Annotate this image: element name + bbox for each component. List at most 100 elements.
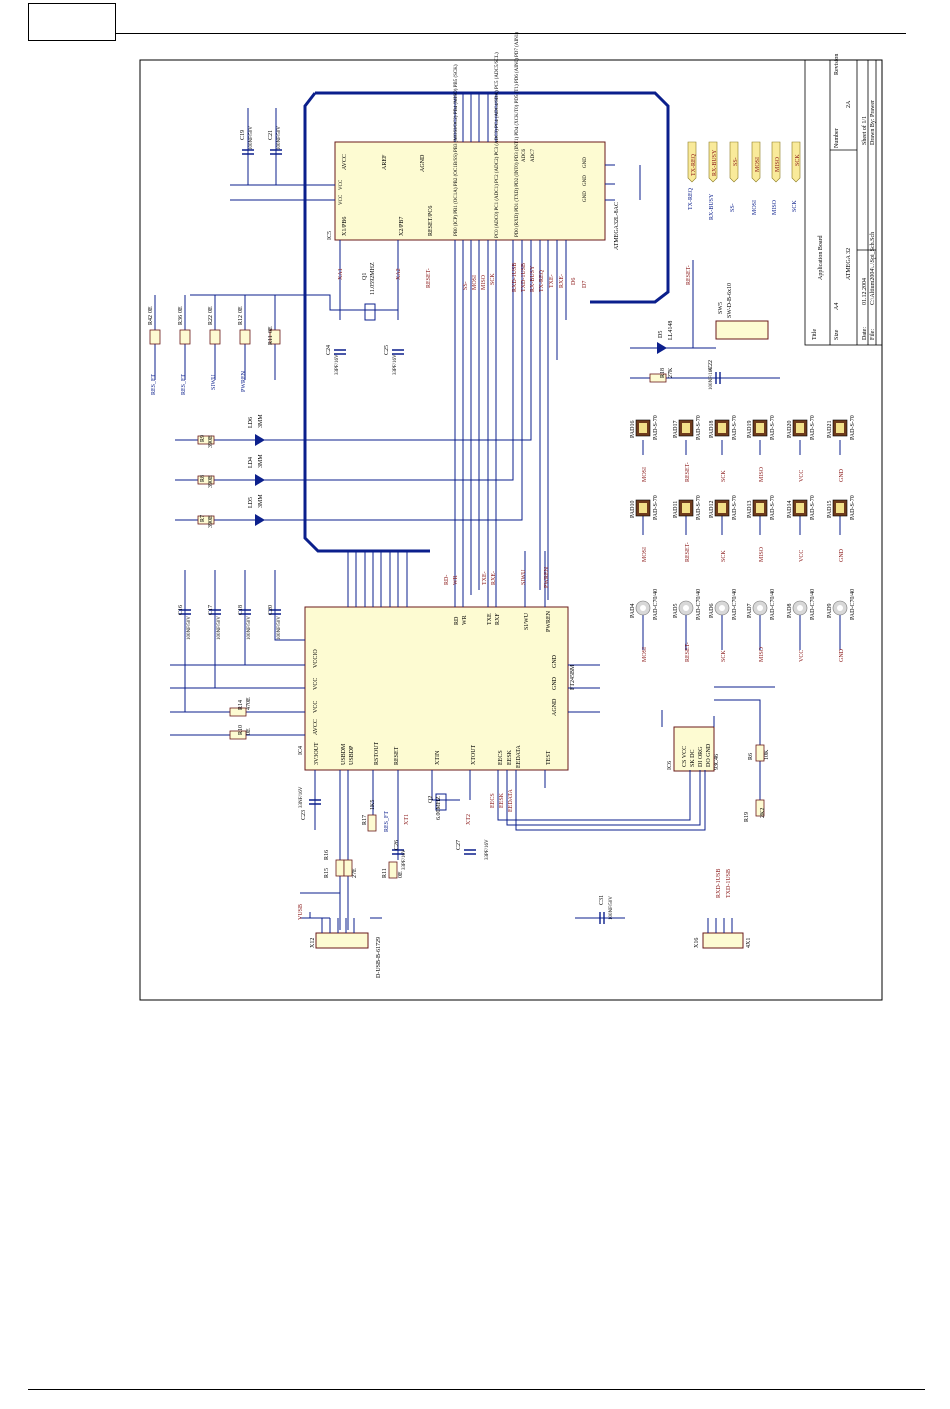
- label-c21: C21: [268, 130, 274, 140]
- label-t-title: Application Board: [818, 236, 824, 281]
- pad-type: PAD-C70/40: [770, 589, 776, 620]
- pad-type: PAD-C70/40: [850, 589, 856, 620]
- pad-ref: PAD11: [673, 501, 679, 518]
- label-r10v: 0E: [246, 728, 252, 735]
- label-ic4-txe: TXE: [487, 613, 493, 625]
- label-ic4-usbdm: USBDM: [341, 743, 347, 765]
- label-n-d6: D6: [571, 278, 577, 285]
- label-x16: X16: [694, 938, 700, 948]
- label-xt2: XT2: [466, 814, 472, 825]
- label-ic5-reset: RESET/PC6: [428, 206, 434, 236]
- label-ic5-avcc: AVCC: [342, 154, 348, 170]
- label-r42v: 0E: [148, 306, 154, 313]
- label-r22: R22: [208, 315, 214, 325]
- label-ic5-agnd: AGND: [420, 154, 426, 172]
- pad-type: PAD-S-70: [732, 495, 738, 520]
- label-ic5-pd-block: PD0 (RXD) PD1 (TXD) PD2 (INT0) PD3 (INT1…: [515, 32, 520, 237]
- label-ic5-gnd1: GND: [583, 157, 588, 168]
- label-ic4-ref: IC4: [298, 746, 304, 755]
- label-r11b: R11: [382, 868, 388, 878]
- label-n-eecs: EECS: [490, 793, 496, 808]
- label-ic4-rd: RD: [454, 616, 460, 625]
- pad-round-hole: [797, 605, 803, 611]
- label-ic5-vcc2: VCC: [339, 194, 344, 205]
- label-n-rxd: RXD-1USB: [512, 263, 518, 292]
- pad-type: PAD-S-70: [810, 415, 816, 440]
- label-ic4-wr: WR: [462, 615, 468, 625]
- pad-hole: [682, 423, 690, 433]
- pad-net: MISO: [759, 466, 765, 482]
- label-ld5: LD5: [248, 497, 254, 508]
- label-ic5-part: ATMEGA32L-8AC: [614, 202, 620, 250]
- label-t-rev-lbl: Revision: [834, 54, 840, 75]
- pad-hole: [756, 503, 764, 513]
- label-ld6: LD6: [248, 417, 254, 428]
- label-ic4-reset: RESET: [394, 746, 400, 765]
- pad-net: RESET-: [685, 642, 691, 662]
- label-c19: C19: [240, 130, 246, 140]
- label-n-reset-r: RESET-: [686, 265, 692, 285]
- label-t-size: A4: [834, 303, 840, 310]
- pad-type: PAD-S-70: [653, 415, 659, 440]
- label-r9v: 390E: [208, 435, 214, 448]
- label-ic4-siwu: SI/WU: [524, 612, 530, 630]
- pad-round-hole: [757, 605, 763, 611]
- label-ld4v: 3MM: [258, 454, 264, 468]
- x12-usb-connector: [315, 932, 369, 949]
- pad-ref: PAD18: [709, 421, 715, 438]
- label-n-wr: WR: [453, 575, 459, 585]
- label-t-file-lbl: File:: [870, 329, 876, 340]
- label-t-number-lbl: Number: [834, 128, 840, 148]
- label-r7v: 390E: [208, 515, 214, 528]
- label-n-ss: SS-: [463, 281, 469, 290]
- label-ic4-xtout: XTOUT: [471, 744, 477, 765]
- label-p-txreq: TX-REQ: [691, 153, 697, 176]
- label-c25: C25: [384, 345, 390, 355]
- label-c31: C31: [599, 895, 605, 905]
- label-l-txreq: TX-REQ: [688, 187, 694, 210]
- label-ic4-gnd2: GND: [552, 676, 558, 690]
- label-r15: R15: [324, 868, 330, 878]
- x16-connector: [702, 932, 744, 949]
- label-ic6-l3: DI ORG: [698, 746, 704, 767]
- label-ic4-test: TEST: [546, 750, 552, 765]
- label-ic4-agnd: AGND: [552, 698, 558, 716]
- label-sw5: SW5: [718, 302, 724, 314]
- label-c27: C27: [456, 840, 462, 850]
- pad-type: PAD-C70/40: [696, 589, 702, 620]
- label-l-ss: SS-: [730, 203, 736, 212]
- pad-net: SCK: [721, 650, 727, 662]
- label-xa1: XA1: [338, 268, 344, 280]
- label-ic4-3v3: 3V3OUT: [314, 742, 320, 765]
- label-n-txe: TXE-: [549, 274, 555, 288]
- label-ic5-gnd2: GND: [583, 175, 588, 186]
- label-c20: C20: [268, 605, 274, 615]
- label-p-mosi: MOSI: [755, 157, 761, 172]
- label-x16v: 4X1: [746, 938, 752, 948]
- label-x12: X12: [310, 938, 316, 948]
- label-d5v: LL4148: [668, 321, 674, 340]
- label-n-sck: SCK: [490, 273, 496, 285]
- label-r10: R10: [238, 725, 244, 735]
- label-c18: C18: [238, 605, 244, 615]
- ic5-atmega32: [334, 141, 606, 241]
- label-x12v: D-USB-B-61729: [376, 937, 382, 978]
- label-r12v: 0E: [238, 306, 244, 313]
- pad-round-hole: [640, 605, 646, 611]
- pad-ref: PAD8: [787, 604, 793, 618]
- label-n-txd: TXD-1USB: [521, 263, 527, 292]
- label-r8v: 390E: [208, 475, 214, 488]
- label-n-siwu: SIWU: [211, 374, 217, 390]
- pad-ref: PAD10: [630, 501, 636, 518]
- label-n-txd2: TXD-1USB: [726, 869, 732, 898]
- label-c26: C26: [394, 840, 400, 850]
- pad-ref: PAD5: [673, 604, 679, 618]
- label-t-rev: 2A: [846, 100, 852, 108]
- label-c22: C22: [708, 360, 714, 370]
- label-ic5-adc7: ADC7: [531, 148, 536, 162]
- label-r11: R11: [268, 335, 274, 345]
- label-ic4-eesk: EESK: [507, 749, 513, 765]
- label-c17: C17: [208, 605, 214, 615]
- label-r17: R17: [362, 815, 368, 825]
- label-ic4-xtin: XTIN: [435, 750, 441, 765]
